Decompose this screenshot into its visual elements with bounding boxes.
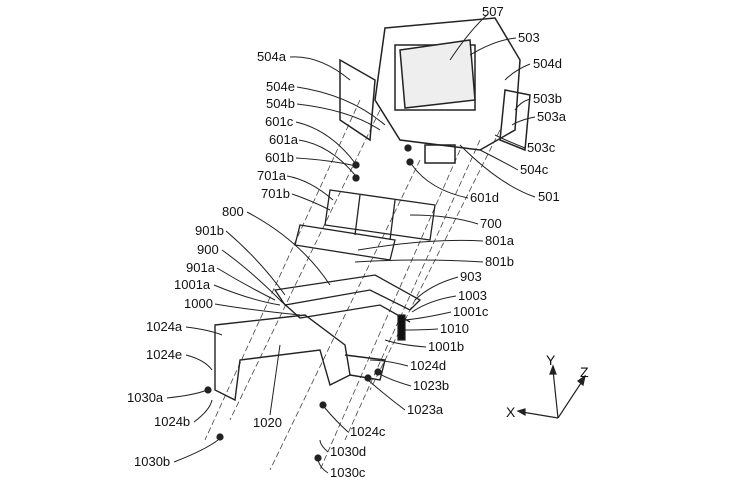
label-1024d: 1024d [410, 358, 447, 373]
label-801a: 801a [485, 233, 514, 248]
label-601a: 601a [269, 132, 298, 147]
label-507: 507 [482, 4, 504, 19]
label-801b: 801b [485, 254, 514, 269]
label-1030c: 1030c [330, 465, 366, 480]
label-1023b: 1023b [413, 378, 450, 393]
screws [204, 368, 382, 462]
label-903: 903 [460, 269, 482, 284]
label-601c: 601c [265, 114, 294, 129]
axis-label-x: X [506, 404, 516, 420]
label-503a: 503a [537, 109, 566, 124]
axis-label-y: Y [546, 352, 556, 368]
axis-label-z: Z [580, 364, 589, 380]
label-504a: 504a [257, 49, 286, 64]
label-504d: 504d [533, 56, 562, 71]
label-900: 900 [197, 242, 219, 257]
label-504b: 504b [266, 96, 295, 111]
label-601b: 601b [265, 150, 294, 165]
label-1024a: 1024a [146, 319, 183, 334]
label-1003: 1003 [458, 288, 487, 303]
bracket-700 [294, 144, 436, 261]
label-503c: 503c [527, 140, 556, 155]
label-503: 503 [518, 30, 540, 45]
label-503b: 503b [533, 91, 562, 106]
label-1030d: 1030d [330, 444, 367, 459]
label-901a: 901a [186, 260, 215, 275]
label-1030b: 1030b [134, 454, 171, 469]
board-900 [273, 274, 422, 323]
label-701b: 701b [261, 186, 290, 201]
label-501: 501 [538, 189, 560, 204]
component-1010 [397, 314, 406, 341]
label-1001c: 1001c [453, 304, 489, 319]
label-1023a: 1023a [407, 402, 444, 417]
label-1020: 1020 [253, 415, 282, 430]
label-1000: 1000 [184, 296, 213, 311]
label-1001b: 1001b [428, 339, 465, 354]
leader-lines [166, 13, 536, 474]
label-901b: 901b [195, 223, 224, 238]
plate-1020 [214, 314, 386, 402]
label-700: 700 [480, 216, 502, 231]
label-1001a: 1001a [174, 277, 211, 292]
label-504e: 504e [266, 79, 295, 94]
label-1024c: 1024c [350, 424, 386, 439]
coordinate-axes [516, 364, 586, 419]
label-1030a: 1030a [127, 390, 164, 405]
label-800: 800 [222, 204, 244, 219]
label-701a: 701a [257, 168, 286, 183]
label-1010: 1010 [440, 321, 469, 336]
label-601d: 601d [470, 190, 499, 205]
module-503 [339, 17, 531, 164]
label-1024b: 1024b [154, 414, 191, 429]
label-504c: 504c [520, 162, 549, 177]
label-1024e: 1024e [146, 347, 183, 362]
